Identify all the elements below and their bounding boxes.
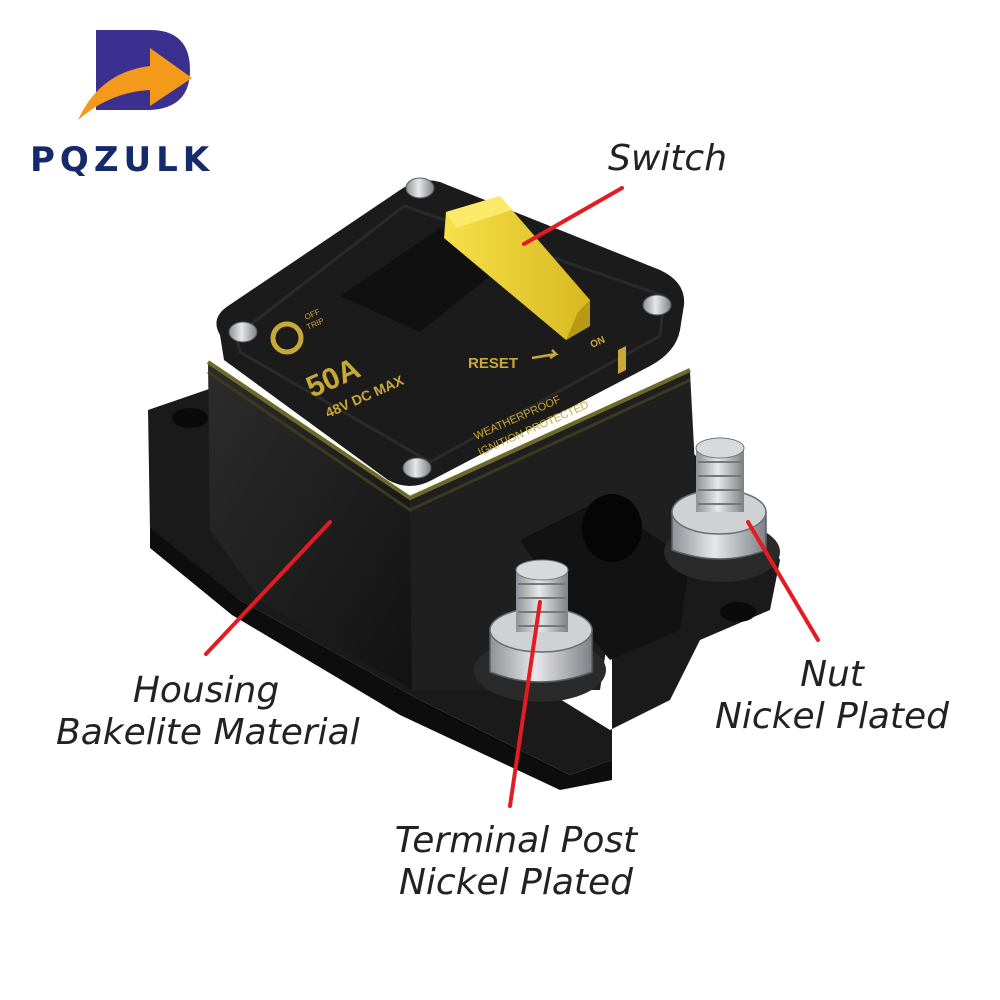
screw: [228, 321, 258, 343]
reset-label: RESET: [468, 355, 518, 372]
off-symbol-icon: [270, 321, 304, 355]
housing-callout-line2: Bakelite Material: [56, 712, 360, 753]
terminal-callout-line2: Nickel Plated: [398, 862, 634, 903]
terminal-leader-line: [508, 600, 542, 808]
nut-terminal-right: [664, 437, 780, 582]
brand-name: PQZULK: [30, 140, 215, 180]
switch-callout-line1: Switch: [608, 138, 728, 179]
terminal-post-front: [474, 559, 606, 702]
housing-leader-line: [204, 520, 332, 656]
switch-callout: Switch: [608, 138, 727, 180]
screw: [405, 177, 435, 199]
nut-leader-line: [746, 520, 820, 642]
housing-callout: Housing Bakelite Material: [56, 670, 360, 754]
callout-leaders: [204, 186, 820, 808]
nut-callout: Nut Nickel Plated: [712, 654, 952, 738]
brand-logo-icon: [78, 30, 192, 120]
on-symbol-icon: [618, 346, 626, 374]
housing-callout-line1: Housing: [132, 670, 280, 711]
switch-leader-line: [522, 186, 624, 246]
reset-lever[interactable]: [444, 196, 590, 340]
screw: [402, 457, 432, 479]
nut-callout-line1: Nut: [800, 654, 864, 695]
nut-callout-line2: Nickel Plated: [714, 696, 950, 737]
reset-arrow-icon: [531, 349, 559, 360]
cover-screws: [228, 177, 672, 479]
terminal-callout-line1: Terminal Post: [394, 820, 638, 861]
breaker-housing: [206, 360, 700, 690]
screw: [642, 294, 672, 316]
terminal-callout: Terminal Post Nickel Plated: [386, 820, 646, 904]
